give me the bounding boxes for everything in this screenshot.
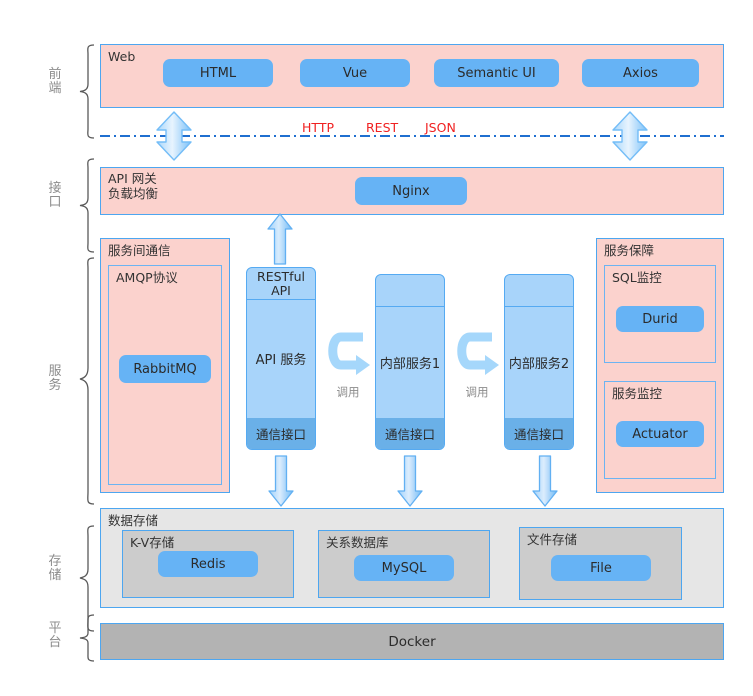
assurance-group-sql-title: SQL监控 — [612, 270, 662, 285]
service-box-api-body-label: API 服务 — [255, 353, 307, 368]
storage-group-file-title: 文件存储 — [527, 532, 578, 547]
service-box-api-head-label: RESTful API — [257, 268, 305, 298]
call-arrow-2 — [457, 332, 499, 375]
gateway-item-nginx-label: Nginx — [392, 183, 430, 199]
storage-group-kv-title: K-V存储 — [130, 535, 175, 550]
service-box-internal-2-head — [505, 275, 573, 307]
assurance-item-durid[interactable]: Durid — [616, 306, 704, 332]
assurance-title: 服务保障 — [604, 243, 655, 258]
call-arrow-1 — [328, 332, 370, 375]
tier-gutter: 前端 接口 服务 存储 平台 — [28, 30, 98, 690]
tier-brace-frontend — [79, 44, 95, 139]
service-box-api-foot: 通信接口 — [247, 418, 315, 449]
service-box-internal-1-head — [376, 275, 444, 307]
frontend-item-axios[interactable]: Axios — [582, 59, 699, 87]
service-box-internal-1-foot: 通信接口 — [376, 418, 444, 449]
storage-title: 数据存储 — [108, 513, 159, 528]
arrow-down-to-storage-3 — [532, 455, 558, 507]
service-box-internal-1-body: 内部服务1 — [376, 306, 444, 418]
storage-item-file[interactable]: File — [551, 555, 651, 581]
service-box-api-body: API 服务 — [247, 299, 315, 418]
tier-label-service: 服务 — [48, 364, 62, 393]
service-box-internal-2-foot-label: 通信接口 — [513, 427, 564, 442]
storage-item-redis[interactable]: Redis — [158, 551, 258, 577]
gateway-title-line2: 负载均衡 — [108, 186, 159, 201]
arrow-up-to-gateway — [267, 213, 293, 265]
call-arrow-2-label: 调用 — [465, 385, 489, 399]
gateway-title-line1: API 网关 — [108, 171, 157, 186]
call-arrow-1-label: 调用 — [336, 385, 360, 399]
protocol-label-rest: REST — [366, 120, 399, 135]
frontend-item-vue[interactable]: Vue — [300, 59, 410, 87]
bidirectional-arrow-left — [156, 111, 192, 161]
service-box-internal-2-body: 内部服务2 — [505, 306, 573, 418]
bidirectional-arrow-right — [612, 111, 648, 161]
tier-brace-platform — [79, 614, 95, 662]
service-box-api[interactable]: RESTful API API 服务 通信接口 — [246, 267, 316, 450]
storage-item-mysql[interactable]: MySQL — [354, 555, 454, 581]
messaging-inner-title: AMQP协议 — [116, 270, 178, 285]
service-box-api-head: RESTful API — [247, 268, 315, 300]
assurance-item-durid-label: Durid — [642, 311, 678, 327]
messaging-title: 服务间通信 — [108, 243, 171, 258]
assurance-item-actuator[interactable]: Actuator — [616, 421, 704, 447]
frontend-item-html[interactable]: HTML — [163, 59, 273, 87]
protocol-label-json: JSON — [425, 120, 456, 135]
tier-label-storage: 存储 — [48, 554, 62, 583]
tier-label-frontend: 前端 — [48, 67, 62, 96]
service-box-internal-2-foot: 通信接口 — [505, 418, 573, 449]
gateway-item-nginx[interactable]: Nginx — [355, 177, 467, 205]
storage-group-rdb-title: 关系数据库 — [326, 535, 389, 550]
platform-item-docker-label: Docker — [388, 633, 436, 650]
arrow-down-to-storage-1 — [268, 455, 294, 507]
service-box-internal-1[interactable]: 内部服务1 通信接口 — [375, 274, 445, 450]
messaging-item-rabbitmq-label: RabbitMQ — [133, 361, 197, 377]
frontend-item-html-label: HTML — [199, 65, 237, 81]
gateway-title: API 网关 负载均衡 — [101, 168, 723, 201]
service-box-internal-2[interactable]: 内部服务2 通信接口 — [504, 274, 574, 450]
messaging-item-rabbitmq[interactable]: RabbitMQ — [119, 355, 211, 383]
assurance-group-service-monitor-title: 服务监控 — [612, 386, 663, 401]
frontend-item-axios-label: Axios — [623, 65, 658, 81]
protocol-label-http: HTTP — [302, 120, 334, 135]
storage-item-redis-label: Redis — [190, 556, 226, 572]
frontend-title: Web — [108, 49, 136, 64]
assurance-item-actuator-label: Actuator — [632, 426, 688, 442]
tier-brace-service — [79, 257, 95, 505]
service-box-api-foot-label: 通信接口 — [255, 427, 306, 442]
service-box-internal-1-foot-label: 通信接口 — [384, 427, 435, 442]
tier-label-interface: 接口 — [48, 181, 62, 210]
service-box-internal-2-body-label: 内部服务2 — [508, 356, 570, 372]
platform-container[interactable]: Docker — [100, 623, 724, 660]
tier-brace-interface — [79, 158, 95, 253]
arrow-down-to-storage-2 — [397, 455, 423, 507]
protocol-boundary-line — [100, 135, 724, 137]
storage-item-file-label: File — [590, 560, 612, 576]
storage-item-mysql-label: MySQL — [381, 560, 427, 576]
frontend-item-vue-label: Vue — [342, 65, 368, 81]
frontend-item-semantic-ui-label: Semantic UI — [457, 65, 536, 81]
service-box-internal-1-body-label: 内部服务1 — [379, 356, 441, 372]
tier-label-platform: 平台 — [48, 621, 62, 650]
frontend-item-semantic-ui[interactable]: Semantic UI — [434, 59, 559, 87]
